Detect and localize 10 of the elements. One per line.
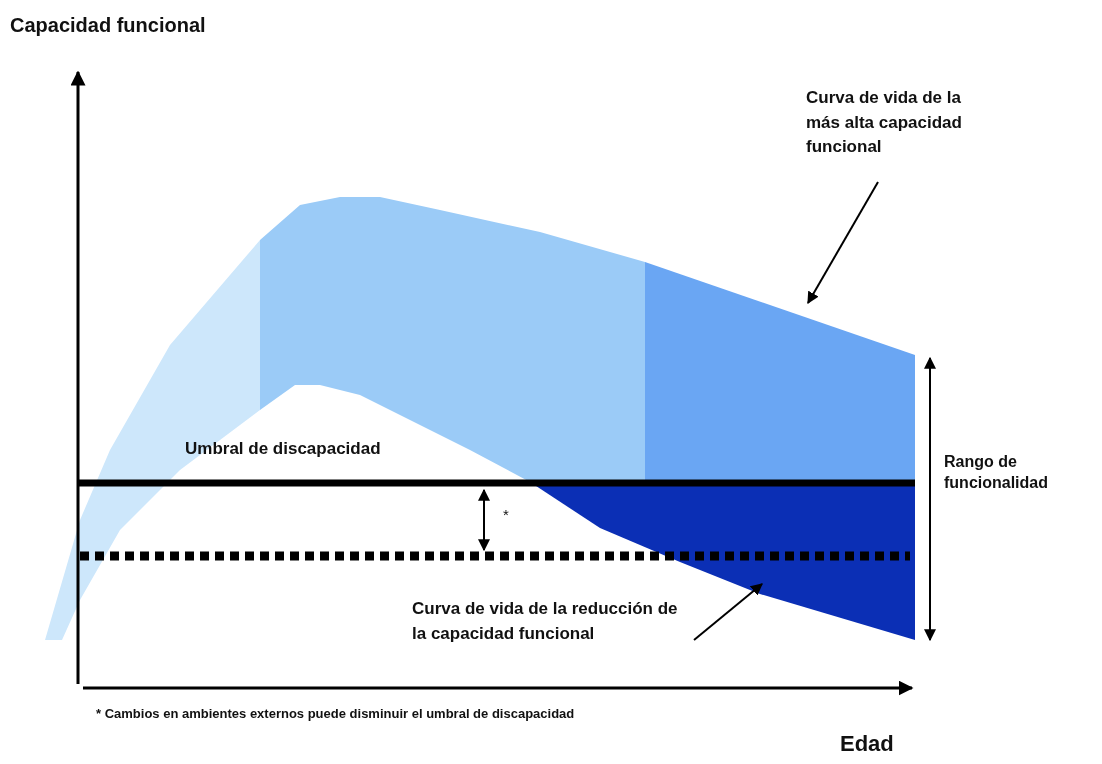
curve-label: Curva de vida de la más alta capacidad funcional [806, 86, 984, 160]
curve-label: Curva de vida de la reducción de la capacidad funcional [412, 597, 692, 647]
axis-title: Capacidad funcional [10, 13, 207, 38]
threshold-label: Umbral de discapacidad [185, 438, 382, 460]
footnote: * Cambios en ambientes externos puede disminuir el umbral de discapacidad [96, 706, 576, 723]
axis-title: Edad [840, 730, 895, 758]
footnote-mark: * [503, 505, 510, 525]
leader-arrow [807, 181, 879, 305]
range-label: Rango de funcionalidad [944, 452, 1049, 493]
leader-arrow [693, 583, 763, 641]
